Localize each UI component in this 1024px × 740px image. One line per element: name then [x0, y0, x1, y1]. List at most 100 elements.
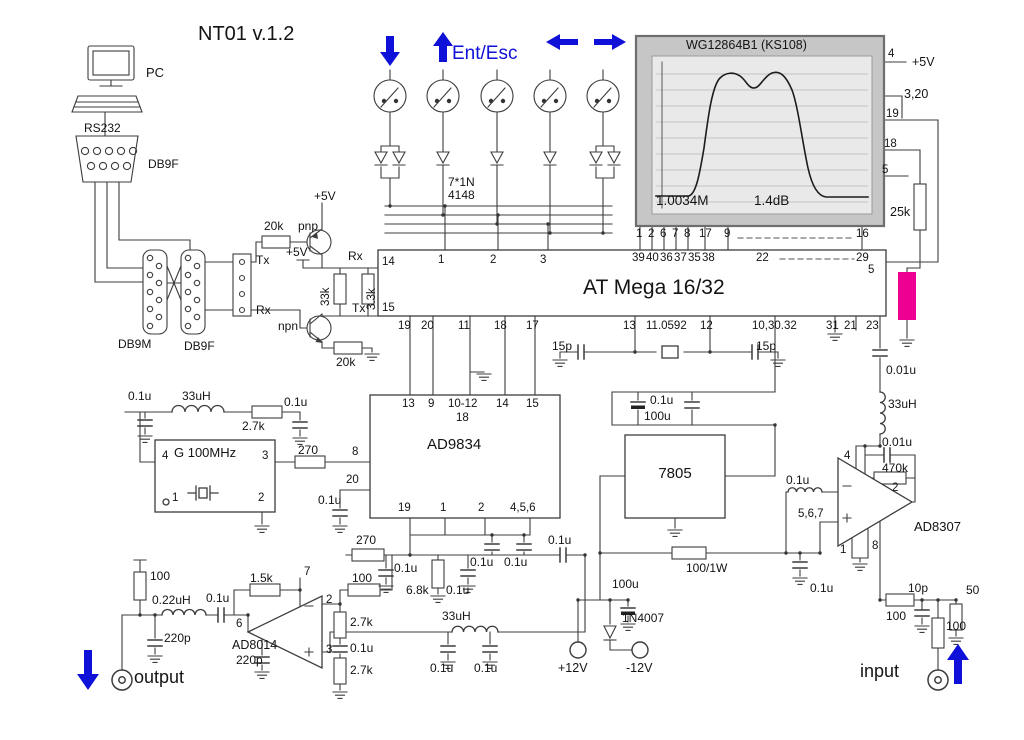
cap-filter-2: 0.1u [474, 661, 498, 675]
dds-tpin-10-12: 10-12 [448, 398, 478, 410]
lcd-bpin-6: 6 [660, 228, 667, 240]
resistor-2k7-osc: 2.7k [242, 419, 265, 433]
mcu-tpin-39: 39 [632, 252, 645, 264]
cap-raw-100u: 100u [612, 577, 639, 591]
resistor-270-bot: 270 [356, 533, 377, 547]
pushbutton-icons [373, 79, 620, 113]
mcu-crystal-icon [661, 345, 679, 359]
resistor-270-top: 270 [298, 443, 319, 457]
logamp-pin2: 2 [892, 482, 899, 494]
mcu-bpin-12: 12 [700, 320, 713, 332]
cap-logamp-001u-2: 0.01u [882, 435, 913, 449]
logamp-pin8: 8 [872, 540, 879, 552]
connectors [71, 45, 949, 691]
mcu-bpin-18: 18 [494, 320, 507, 332]
lcd-pin18: 18 [884, 138, 897, 150]
mcu-box [377, 249, 887, 317]
resistor-100-1w: 100/1W [686, 561, 728, 575]
output-port-label: output [134, 667, 185, 687]
dds-bpin-19: 19 [398, 502, 411, 514]
mcu-keypin-1: 1 [438, 254, 445, 266]
arrow-left-icon [546, 34, 578, 50]
db9m-label: DB9M [118, 337, 152, 351]
mcu-bpin-13: 13 [623, 320, 636, 332]
output-arrow-icon [77, 650, 99, 690]
cap-clock-dec: 0.1u [128, 389, 152, 403]
resistor-6k8: 6.8k [406, 583, 429, 597]
mcu-bpin-17: 17 [526, 320, 539, 332]
lcd-curve [655, 71, 869, 198]
osc-box [154, 439, 276, 513]
mcu-tpin-5: 5 [868, 264, 875, 276]
dds-box [369, 394, 561, 519]
inductor-clock-33uh: 33uH [182, 389, 211, 403]
lcd-bpin-2: 2 [648, 228, 655, 240]
resistor-100-in1: 100 [886, 609, 907, 623]
dds-tpin-9: 9 [428, 398, 435, 410]
mcu-bpin-11: 11 [458, 320, 470, 332]
cap-clock-dec2: 0.1u [284, 395, 308, 409]
tx-header-label: Tx [256, 253, 270, 267]
dds-bpin-2: 2 [478, 502, 485, 514]
inductor-filter-33uh: 33uH [442, 609, 471, 623]
osc-pin3: 3 [262, 450, 269, 462]
vcc-pnp-label: +5V [314, 189, 336, 203]
logamp-pin4: 4 [844, 450, 851, 462]
mcu-tpin-29: 29 [856, 252, 869, 264]
capacitor-icons [137, 344, 930, 664]
db9f-label: DB9F [148, 157, 179, 171]
pushbutton-up-icon [426, 79, 460, 113]
lcd-bpin-9: 9 [724, 228, 731, 240]
osc-crystal-icon [162, 485, 219, 506]
resistor-3k3: 3.3k [366, 288, 378, 310]
input-arrow-icon [947, 644, 969, 684]
mcu-bpin-19: 19 [398, 320, 411, 332]
lcd-display [634, 34, 886, 228]
wires [94, 61, 957, 691]
lcd-title: WG12864B1 (KS108) [686, 38, 807, 52]
resistor-icons [133, 183, 963, 685]
resistor-2k7-b: 2.7k [350, 663, 373, 677]
cap-5v-100u: 100u [644, 409, 671, 423]
input-port-label: input [860, 661, 900, 681]
lcd-vcc-label: +5V [912, 55, 935, 69]
lcd-bpin-7: 7 [672, 228, 679, 240]
cap-5v-01u: 0.1u [650, 393, 674, 407]
pushbutton-ent-esc-icon [480, 79, 514, 113]
arrow-up-icon [433, 32, 453, 62]
resistor-25k: 25k [890, 205, 911, 219]
logamp-name: AD8307 [914, 519, 961, 534]
pc-icon [71, 45, 143, 113]
osc-pin2: 2 [258, 492, 265, 504]
lcd-pin4: 4 [888, 48, 895, 60]
diode-1n4007-label: 1N4007 [622, 611, 665, 625]
mcu-bpin-20: 20 [421, 320, 434, 332]
pc-label: PC [146, 65, 165, 80]
mcu-tpin-40: 40 [646, 252, 659, 264]
mcu-keypin-2: 2 [490, 254, 497, 266]
db9-female2-icon [180, 249, 206, 335]
bnc-input-icon [927, 669, 949, 691]
ent-esc-label: Ent/Esc [452, 43, 518, 64]
inductor-logamp-33uh: 33uH [888, 397, 917, 411]
cap-dds-p20: 0.1u [318, 493, 342, 507]
tx-signal-label: Tx [352, 301, 366, 315]
mcu-tpin-38: 38 [702, 252, 715, 264]
junction-dots [138, 204, 958, 617]
dds-pin8: 8 [352, 446, 359, 458]
mcu-tpin-22: 22 [756, 252, 769, 264]
dds-bpin-456: 4,5,6 [510, 502, 536, 514]
diode-1n4007-icon [603, 625, 617, 641]
nav-arrows [77, 32, 969, 690]
resistor-20k-pnp: 20k [264, 219, 284, 233]
opamp-pin7: 7 [304, 566, 311, 578]
ic-boxes [154, 249, 887, 519]
mcu-bpin-21: 21 [844, 320, 857, 332]
pnp-transistor-icon [306, 228, 332, 256]
opamp-pin2: 2 [326, 594, 333, 606]
rx-header-label: Rx [256, 303, 271, 317]
arrow-right-icon [594, 34, 626, 50]
pushbutton-left-icon [533, 79, 567, 113]
